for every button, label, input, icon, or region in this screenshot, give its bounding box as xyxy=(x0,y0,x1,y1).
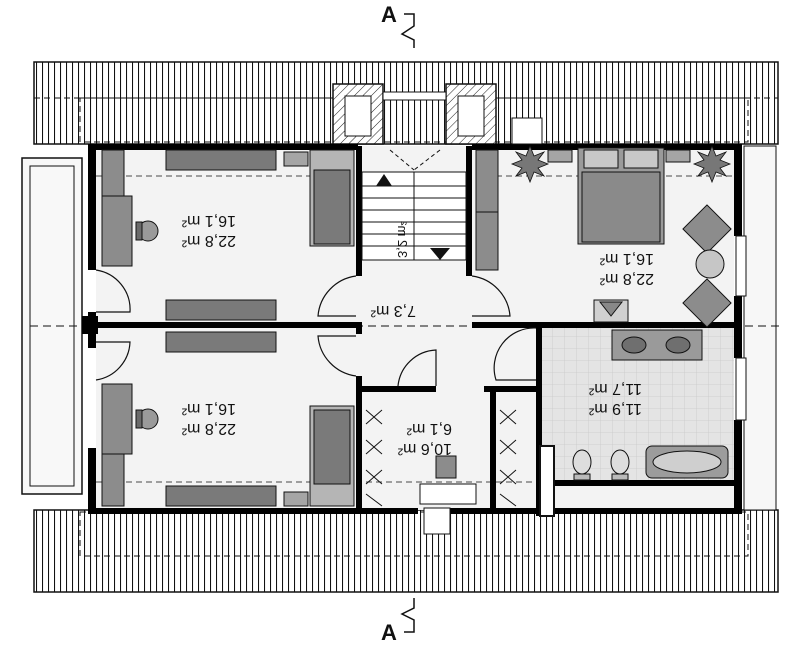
bathroom-label: 11,7 m² 11,9 m² xyxy=(588,380,642,417)
bedroom-bottom-left-furniture xyxy=(101,331,355,507)
doors xyxy=(95,269,537,387)
hall-area: 7,3 m² xyxy=(370,302,416,319)
stair-arrow-up-icon xyxy=(376,174,392,186)
room-area: 16,1 m² xyxy=(181,400,236,417)
room-area-floor: 22,8 m² xyxy=(599,270,654,287)
walls xyxy=(88,144,742,516)
wall-pier xyxy=(82,316,98,334)
room-area-floor: 22,8 m² xyxy=(181,420,236,437)
room-area: 6,1 m² xyxy=(406,420,452,437)
room-area: 16,1 m² xyxy=(181,212,236,229)
room-area-floor: 11,9 m² xyxy=(588,400,642,417)
room-area: 11,7 m² xyxy=(588,380,642,397)
side-strip-right xyxy=(743,145,777,511)
closet-label: 6,1 m² 10,6 m² xyxy=(397,420,452,457)
windows-right xyxy=(735,235,747,421)
stair-label: 3,2 m² xyxy=(395,220,410,258)
section-label: A xyxy=(381,620,397,645)
toilet-icon xyxy=(572,449,592,475)
bidet-icon xyxy=(610,449,630,475)
dormer-left xyxy=(332,83,384,145)
bedroom-top-left-label: 16,1 m² 22,8 m² xyxy=(181,212,236,249)
room-area-floor: 22,8 m² xyxy=(181,232,236,249)
bedroom-right-furniture xyxy=(475,117,732,328)
roof-bottom xyxy=(33,509,779,593)
bedroom-bottom-left-label: 16,1 m² 22,8 m² xyxy=(181,400,236,437)
bedroom-right-label: 16,1 m² 22,8 m² xyxy=(599,250,654,287)
room-area-floor: 10,6 m² xyxy=(397,440,452,457)
plant-icon xyxy=(510,144,732,184)
dormer-right xyxy=(445,83,497,145)
closet-furniture xyxy=(365,409,517,535)
room-area: 16,1 m² xyxy=(599,250,654,267)
bedroom-top-left-furniture xyxy=(101,149,355,321)
landing-window xyxy=(382,91,447,101)
roof-top xyxy=(33,61,779,145)
stair-arrow-down-icon xyxy=(430,248,450,260)
section-label: A xyxy=(381,2,397,27)
section-mark-top: A xyxy=(381,2,415,48)
sink-icon xyxy=(665,336,691,354)
staircase: 3,2 m² xyxy=(361,149,467,261)
sink-icon xyxy=(621,336,647,354)
bathroom xyxy=(539,328,734,517)
section-mark-bottom: A xyxy=(381,598,415,645)
